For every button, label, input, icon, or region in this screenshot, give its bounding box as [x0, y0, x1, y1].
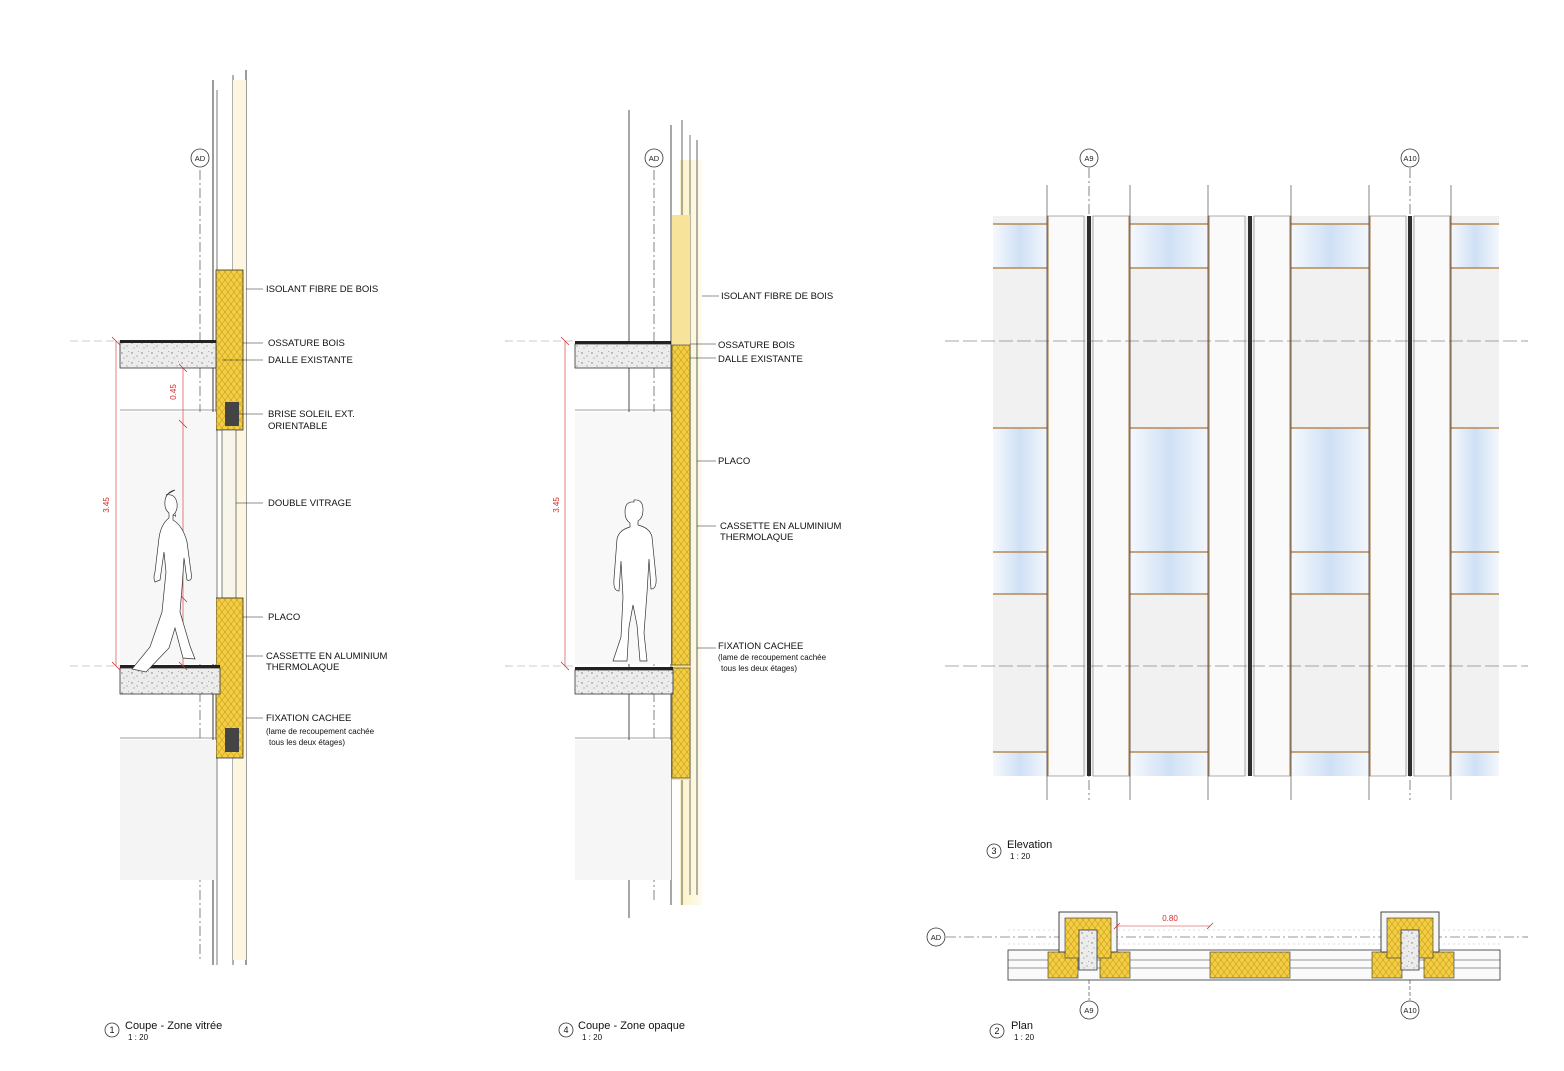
dim-total: 3.45: [102, 497, 111, 513]
grid-label: A9: [1084, 154, 1093, 163]
grid-label: AD: [931, 933, 942, 942]
grid-label: A9: [1084, 1006, 1093, 1015]
label-cassette-1: CASSETTE EN ALUMINIUM: [720, 521, 841, 532]
dim-plan: 0.80: [1162, 914, 1178, 923]
label-placo: PLACO: [718, 456, 750, 467]
grid-bubble: [190, 148, 210, 168]
label-brise-2: ORIENTABLE: [268, 421, 327, 432]
label-placo: PLACO: [268, 612, 300, 623]
label-cassette-1: CASSETTE EN ALUMINIUM: [266, 651, 387, 662]
person-silhouette-icon: [131, 489, 196, 673]
view-scale: 1 : 20: [1014, 1033, 1035, 1042]
view-number: 4: [563, 1025, 568, 1035]
label-dalle: DALLE EXISTANTE: [718, 354, 803, 365]
section-opaque: AD 3.45: [505, 110, 841, 1042]
label-isolant: ISOLANT FIBRE DE BOIS: [721, 291, 833, 302]
label-lame-1: (lame de recoupement cachée: [718, 653, 827, 662]
dim-total: 3.45: [552, 497, 561, 513]
grid-label: A10: [1403, 1006, 1416, 1015]
grid-label: AD: [649, 154, 660, 163]
person-silhouette-icon: [612, 499, 657, 662]
view-title: Elevation: [1007, 839, 1052, 851]
grid-label: AD: [195, 154, 206, 163]
label-lame-2: tous les deux étages): [269, 738, 345, 747]
label-lame-1: (lame de recoupement cachée: [266, 727, 375, 736]
label-ossature: OSSATURE BOIS: [268, 338, 345, 349]
grid-label: A10: [1403, 154, 1416, 163]
elevation: A9 A10: [945, 148, 1528, 861]
view-title: Coupe - Zone vitrée: [125, 1020, 222, 1032]
label-cassette-2: THERMOLAQUE: [720, 532, 793, 543]
label-lame-2: tous les deux étages): [721, 664, 797, 673]
view-title: Coupe - Zone opaque: [578, 1020, 685, 1032]
view-number: 3: [991, 846, 996, 856]
view-scale: 1 : 20: [1010, 852, 1031, 861]
view-title: Plan: [1011, 1020, 1033, 1032]
label-fixation: FIXATION CACHEE: [718, 641, 803, 652]
slab-lower: [119, 667, 221, 695]
view-scale: 1 : 20: [128, 1033, 149, 1042]
label-brise-1: BRISE SOLEIL EXT.: [268, 409, 355, 420]
brise-soleil-icon: [225, 402, 239, 426]
label-isolant: ISOLANT FIBRE DE BOIS: [266, 284, 378, 295]
slab-upper: [574, 343, 672, 369]
label-dalle: DALLE EXISTANTE: [268, 355, 353, 366]
slab-lower: [574, 669, 674, 695]
label-vitrage: DOUBLE VITRAGE: [268, 498, 351, 509]
dim-top: 0.45: [169, 384, 178, 400]
view-number: 1: [109, 1025, 114, 1035]
label-fixation: FIXATION CACHEE: [266, 713, 351, 724]
slab-upper: [119, 341, 217, 369]
label-cassette-2: THERMOLAQUE: [266, 662, 339, 673]
plan: AD A9 A10 0.: [926, 911, 1528, 1042]
brise-soleil-icon: [225, 728, 239, 752]
section-vitree: AD 3.45: [70, 70, 387, 1042]
insulation-panel: [671, 667, 691, 779]
view-number: 2: [994, 1026, 999, 1036]
double-vitrage: [221, 429, 237, 599]
label-ossature: OSSATURE BOIS: [718, 340, 795, 351]
view-scale: 1 : 20: [582, 1033, 603, 1042]
insulation-panel: [671, 344, 691, 666]
